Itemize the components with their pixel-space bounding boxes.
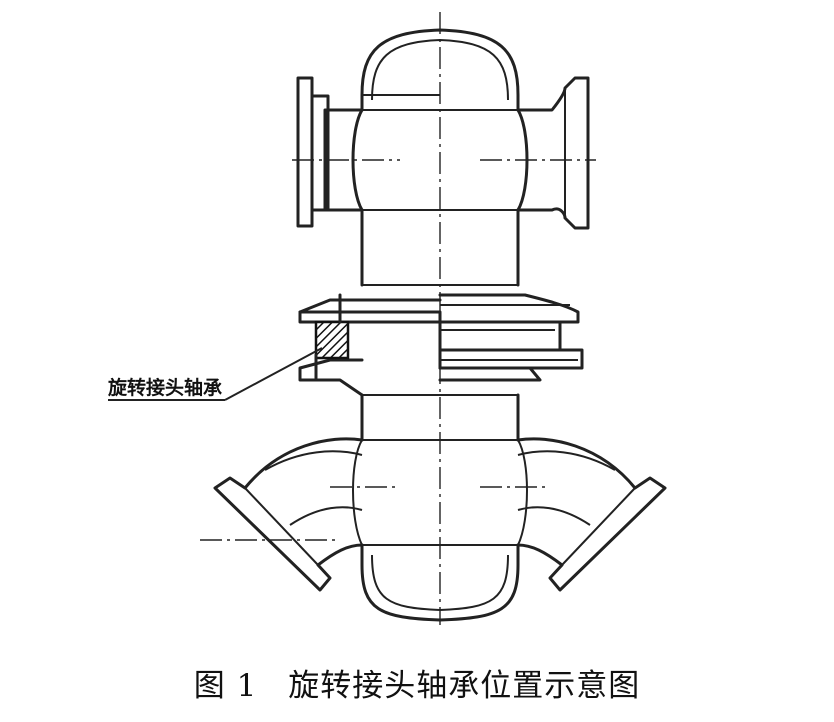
figure-title: 旋转接头轴承位置示意图 — [288, 668, 641, 704]
upper-left-nozzle — [292, 76, 400, 228]
figure-caption: 图 1 旋转接头轴承位置示意图 — [0, 660, 834, 705]
callout-label: 旋转接头轴承 — [107, 376, 222, 399]
callout-leader — [224, 347, 323, 401]
rotary-joint-diagram: 旋转接头轴承 — [107, 12, 667, 625]
rotary-joint-ring — [298, 293, 584, 397]
vessel-body — [360, 28, 520, 622]
upper-right-nozzle — [480, 76, 596, 230]
bearing-hatched — [314, 320, 350, 360]
lower-right-elbow-nozzle — [480, 437, 667, 592]
figure-number: 图 1 — [193, 668, 258, 704]
vessel-inner-wall — [371, 38, 509, 612]
lower-left-elbow-nozzle — [200, 437, 400, 592]
